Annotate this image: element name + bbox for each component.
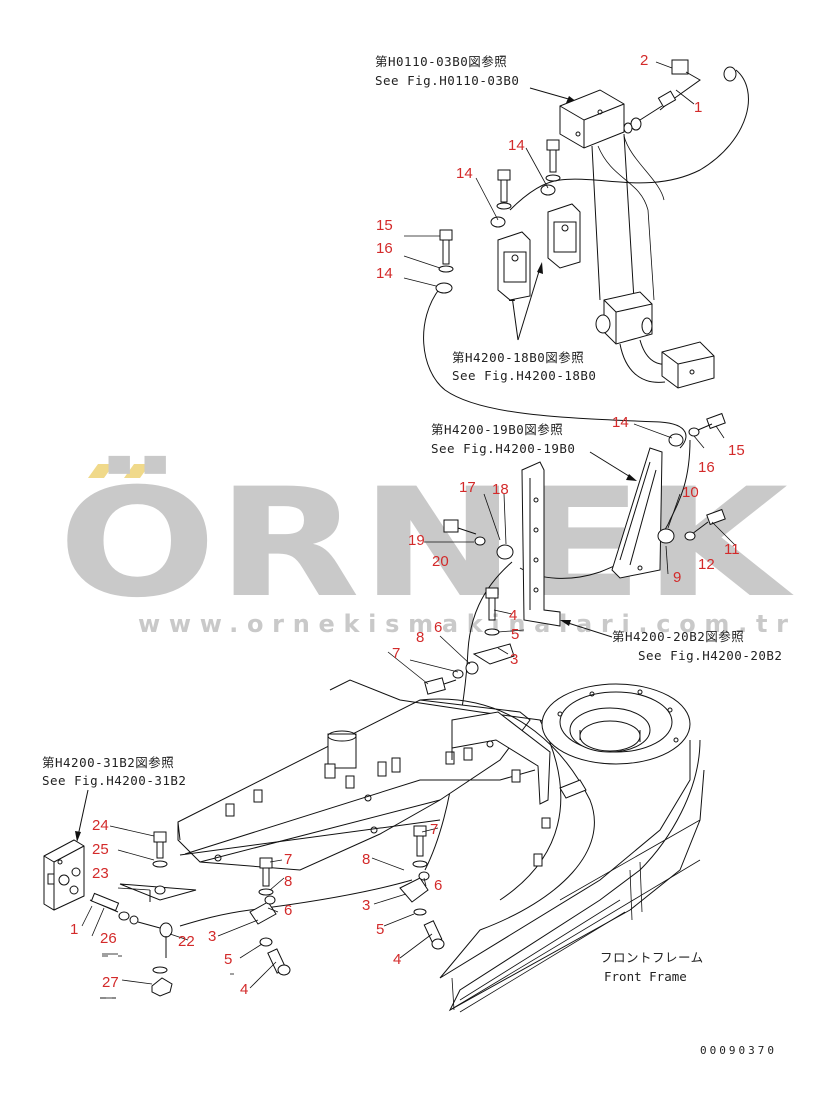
callout-5-c: 5 — [224, 951, 232, 968]
callout-19: 19 — [408, 532, 425, 549]
callout-15-a: 15 — [376, 217, 393, 234]
callout-9: 9 — [673, 569, 681, 586]
callout-leaders — [81, 61, 737, 999]
tick-marks — [100, 955, 234, 999]
watermark-accent-left — [88, 464, 114, 478]
callout-7-c: 7 — [284, 851, 292, 868]
callout-3-c: 3 — [208, 928, 216, 945]
callout-8-b: 8 — [362, 851, 370, 868]
callout-10: 10 — [682, 484, 699, 501]
callout-12: 12 — [698, 556, 715, 573]
steering-column-pipe — [509, 59, 749, 389]
callout-26: 26 — [100, 930, 117, 947]
bracket-pair — [497, 203, 581, 301]
callout-6-c: 6 — [284, 902, 292, 919]
ref-h4200-19b0-jp: 第H4200-19B0図参照 — [431, 422, 563, 437]
upper-fasteners — [435, 139, 561, 294]
callout-4-b: 4 — [393, 951, 401, 968]
callout-3-a: 3 — [510, 651, 518, 668]
callout-4-a: 4 — [509, 607, 517, 624]
lower-fasteners — [43, 825, 445, 997]
callout-8-a: 8 — [416, 629, 424, 646]
callout-20: 20 — [432, 553, 449, 570]
callout-4-c: 4 — [240, 981, 248, 998]
front-frame-label-jp: フロントフレーム — [600, 950, 704, 965]
callout-23: 23 — [92, 865, 109, 882]
callout-15-b: 15 — [728, 442, 745, 459]
callout-6-b: 6 — [434, 877, 442, 894]
watermark: ÖRNEK www.ornekismakinalari.com.tr — [58, 455, 794, 638]
callout-7-a: 7 — [392, 645, 400, 662]
callout-22: 22 — [178, 933, 195, 950]
ref-h4200-20b2-jp: 第H4200-20B2図参照 — [612, 629, 744, 644]
ref-h4200-18b0-jp: 第H4200-18B0図参照 — [452, 350, 584, 365]
callout-5-b: 5 — [376, 921, 384, 938]
drawing-code: 00090370 — [700, 1044, 777, 1057]
callout-16-b: 16 — [698, 459, 715, 476]
callout-14-d: 14 — [612, 414, 629, 431]
callout-17: 17 — [459, 479, 476, 496]
middle-brackets — [424, 412, 726, 695]
front-frame — [177, 679, 705, 1013]
callout-3-b: 3 — [362, 897, 370, 914]
ref-h0110-03b0-en: See Fig.H0110-03B0 — [375, 73, 519, 88]
hydraulic-hose — [179, 287, 691, 927]
callout-27: 27 — [102, 974, 119, 991]
callout-24: 24 — [92, 817, 109, 834]
reference-labels: 第H0110-03B0図参照 See Fig.H0110-03B0 第H4200… — [42, 54, 782, 1057]
callout-8-c: 8 — [284, 873, 292, 890]
callout-25: 25 — [92, 841, 109, 858]
callout-16-a: 16 — [376, 240, 393, 257]
ref-h4200-19b0-en: See Fig.H4200-19B0 — [431, 441, 575, 456]
front-frame-label-en: Front Frame — [604, 969, 687, 984]
callout-7-b: 7 — [430, 821, 438, 838]
watermark-logo: ÖRNEK — [58, 455, 794, 631]
watermark-accent-right — [124, 464, 150, 478]
callout-14-b: 14 — [456, 165, 473, 182]
ref-h4200-31b2-en: See Fig.H4200-31B2 — [42, 773, 186, 788]
callout-14-c: 14 — [376, 265, 393, 282]
callout-2: 2 — [640, 52, 648, 69]
callout-14-a: 14 — [508, 137, 525, 154]
callout-1-top: 1 — [694, 99, 702, 116]
ref-h0110-03b0-jp: 第H0110-03B0図参照 — [375, 54, 507, 69]
callout-18: 18 — [492, 481, 509, 498]
callout-1-bottom: 1 — [70, 921, 78, 938]
ref-h4200-31b2-jp: 第H4200-31B2図参照 — [42, 755, 174, 770]
ref-h4200-20b2-en: See Fig.H4200-20B2 — [638, 648, 782, 663]
callout-6-a: 6 — [434, 619, 442, 636]
callout-11: 11 — [724, 541, 740, 558]
callout-numbers: 2 1 14 14 15 16 14 14 15 16 10 17 18 19 … — [70, 52, 745, 998]
callout-5-a: 5 — [511, 626, 519, 643]
ref-h4200-18b0-en: See Fig.H4200-18B0 — [452, 368, 596, 383]
